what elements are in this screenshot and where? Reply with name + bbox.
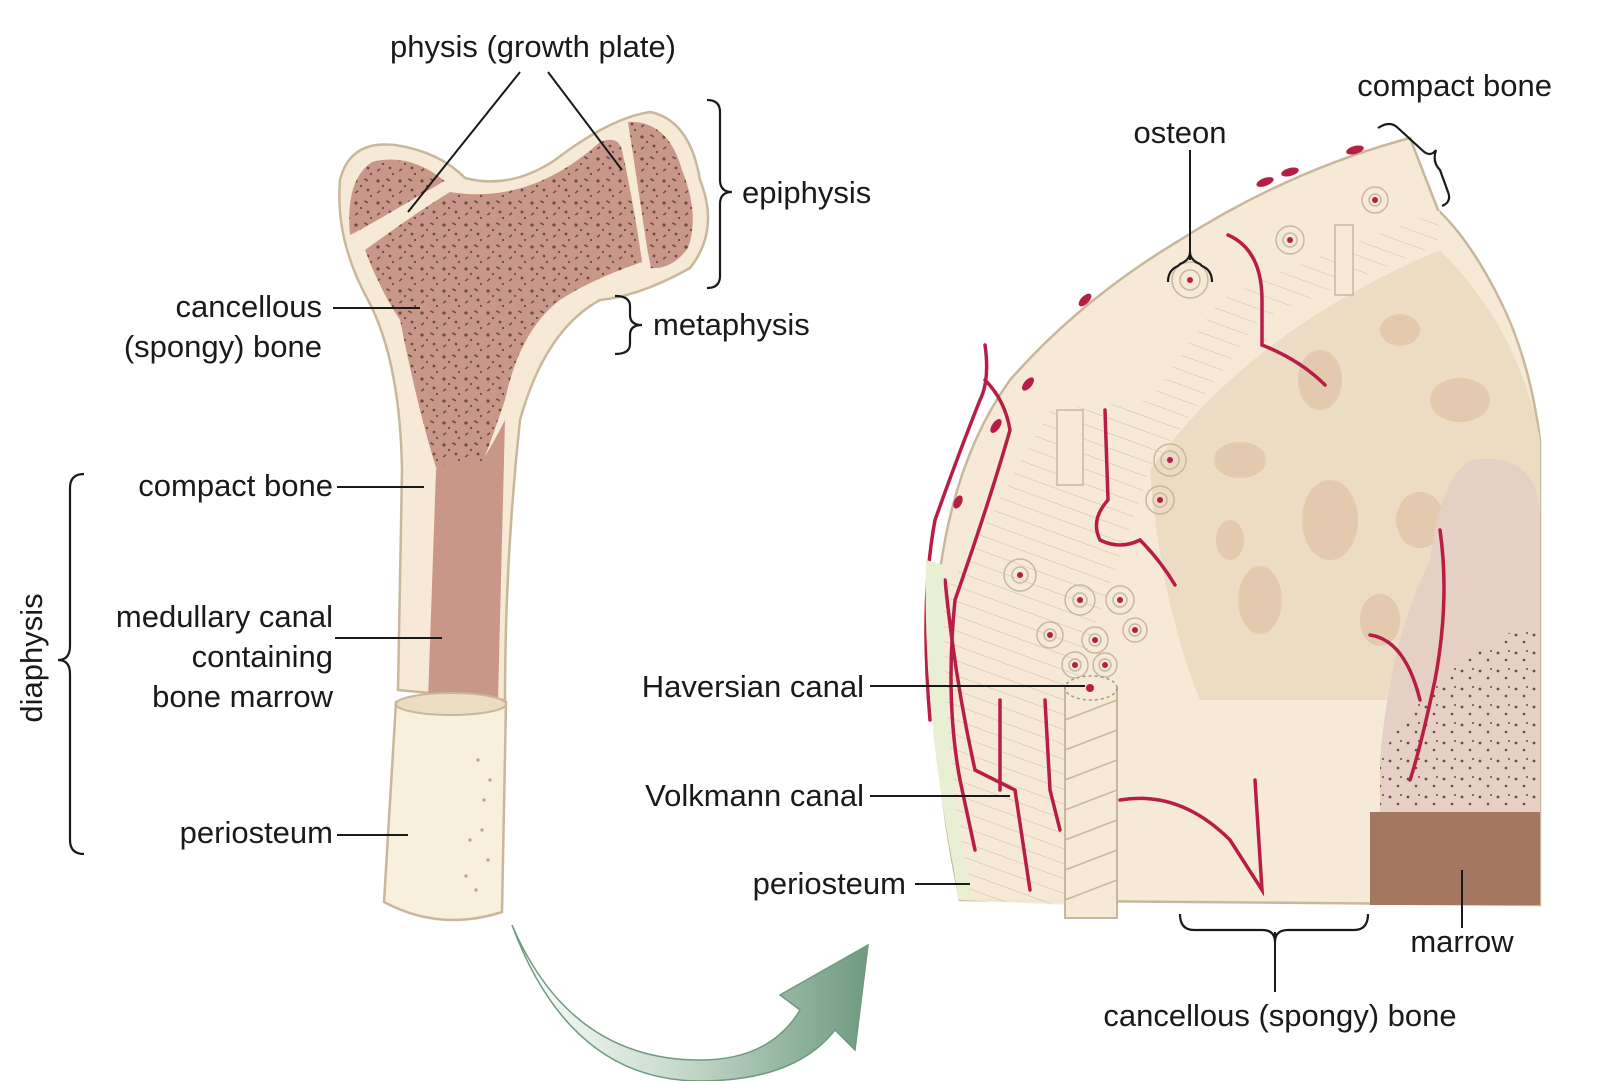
long-bone-illustration xyxy=(338,110,710,922)
label-cancellous-right: cancellous (spongy) bone xyxy=(1103,998,1456,1033)
periosteum-strip-right xyxy=(925,560,972,900)
haversian-canal-center xyxy=(1086,684,1094,692)
label-medullary-2: containing xyxy=(192,639,333,674)
bone-tissue-block xyxy=(924,136,1542,919)
label-osteon: osteon xyxy=(1133,115,1226,150)
physis-line-left xyxy=(350,177,454,241)
osteon-brace xyxy=(1166,251,1214,283)
transition-arrow xyxy=(511,924,869,1081)
diaphysis-brace xyxy=(57,472,85,856)
label-marrow: marrow xyxy=(1410,924,1514,959)
marrow-band xyxy=(1370,812,1540,905)
medullary-canal-shape xyxy=(428,420,505,700)
label-physis: physis (growth plate) xyxy=(390,29,676,64)
compact-bone-brace xyxy=(1377,122,1451,208)
label-periosteum-right: periosteum xyxy=(753,866,906,901)
blood-vessels xyxy=(924,233,1446,897)
label-cancellous-left-1: cancellous xyxy=(176,289,322,324)
physis-line-right xyxy=(621,127,651,269)
braces xyxy=(57,98,1451,943)
metaphysis-brace xyxy=(614,294,643,356)
osteon-rings xyxy=(1003,186,1389,679)
label-medullary-1: medullary canal xyxy=(116,599,333,634)
label-volkmann-canal: Volkmann canal xyxy=(645,778,864,813)
cancellous-brace xyxy=(1178,913,1370,943)
haversian-dots xyxy=(1017,197,1378,668)
cancellous-bone-left xyxy=(365,139,642,481)
periosteum-top-rim xyxy=(395,692,507,716)
label-epiphysis: epiphysis xyxy=(742,175,871,210)
epiphysis-brace xyxy=(706,98,733,290)
periosteum-dots xyxy=(464,758,492,892)
haversian-canal-cylinder xyxy=(1064,687,1118,919)
label-cancellous-left-2: (spongy) bone xyxy=(124,329,322,364)
small-cylinder-2 xyxy=(1334,224,1354,296)
label-diaphysis: diaphysis xyxy=(14,593,49,722)
label-compact-bone-right: compact bone xyxy=(1357,68,1552,103)
marrow-dotted xyxy=(1380,620,1540,812)
labels: physis (growth plate) epiphysis metaphys… xyxy=(14,29,1552,1033)
periosteum-sleeve xyxy=(382,695,508,922)
trabecular-holes xyxy=(1214,314,1490,646)
haversian-cylinder-stripes xyxy=(1064,699,1118,901)
label-metaphysis: metaphysis xyxy=(653,307,810,342)
label-periosteum-left: periosteum xyxy=(180,815,333,850)
label-medullary-3: bone marrow xyxy=(152,679,334,714)
label-compact-bone-left: compact bone xyxy=(138,468,333,503)
leader-lines xyxy=(333,71,1463,992)
label-haversian-canal: Haversian canal xyxy=(642,669,864,704)
epiphysis-left-head xyxy=(349,159,446,235)
surface-vessels xyxy=(953,145,1364,509)
greater-trochanter xyxy=(628,121,693,269)
small-cylinder-1 xyxy=(1056,409,1084,486)
